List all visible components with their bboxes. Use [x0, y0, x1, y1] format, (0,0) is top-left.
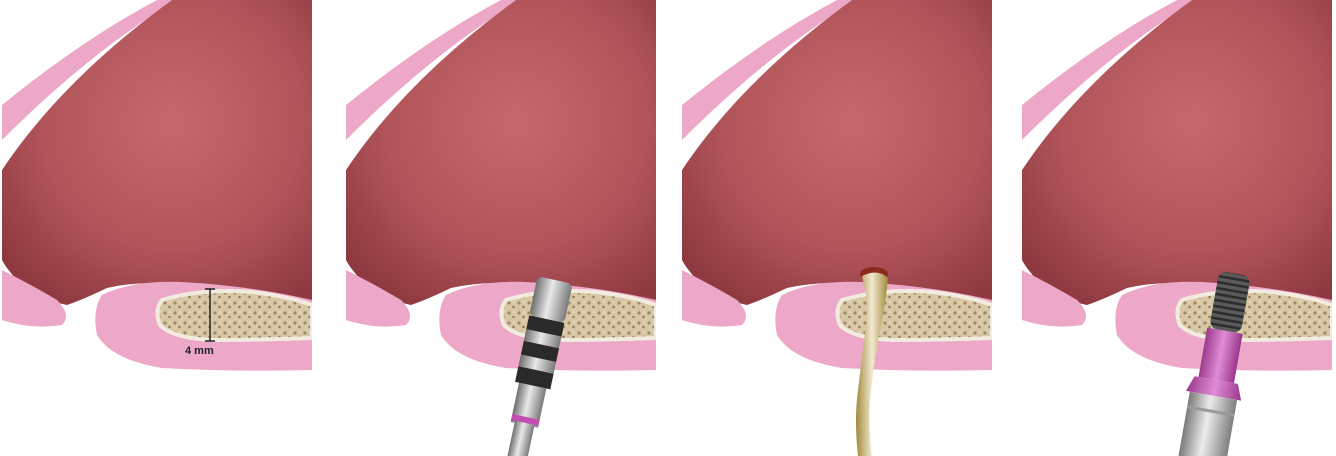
panel-2-illustration: [346, 0, 656, 456]
panel-step-4-implant: [1022, 0, 1332, 456]
alveolar-bone: [1177, 291, 1332, 340]
alveolar-bone: [837, 291, 992, 340]
panel-1-illustration: [2, 0, 312, 456]
bone-height-label: 4 mm: [185, 345, 214, 357]
panel-step-1-bone-height: 4 mm: [2, 0, 312, 456]
maxillary-sinus-cavity: [1022, 0, 1332, 305]
panel-step-2-drilling: [346, 0, 656, 456]
panel-3-illustration: [682, 0, 992, 456]
alveolar-bone: [501, 291, 656, 340]
panel-4-illustration: [1022, 0, 1332, 456]
panel-step-3-osteotome: [682, 0, 992, 456]
alveolar-bone: [157, 291, 312, 340]
maxillary-sinus-cavity: [2, 0, 312, 305]
implant-driver: [1178, 392, 1237, 456]
maxillary-sinus-cavity: [346, 0, 656, 305]
drill-shank: [507, 421, 535, 456]
maxillary-sinus-cavity: [682, 0, 992, 305]
